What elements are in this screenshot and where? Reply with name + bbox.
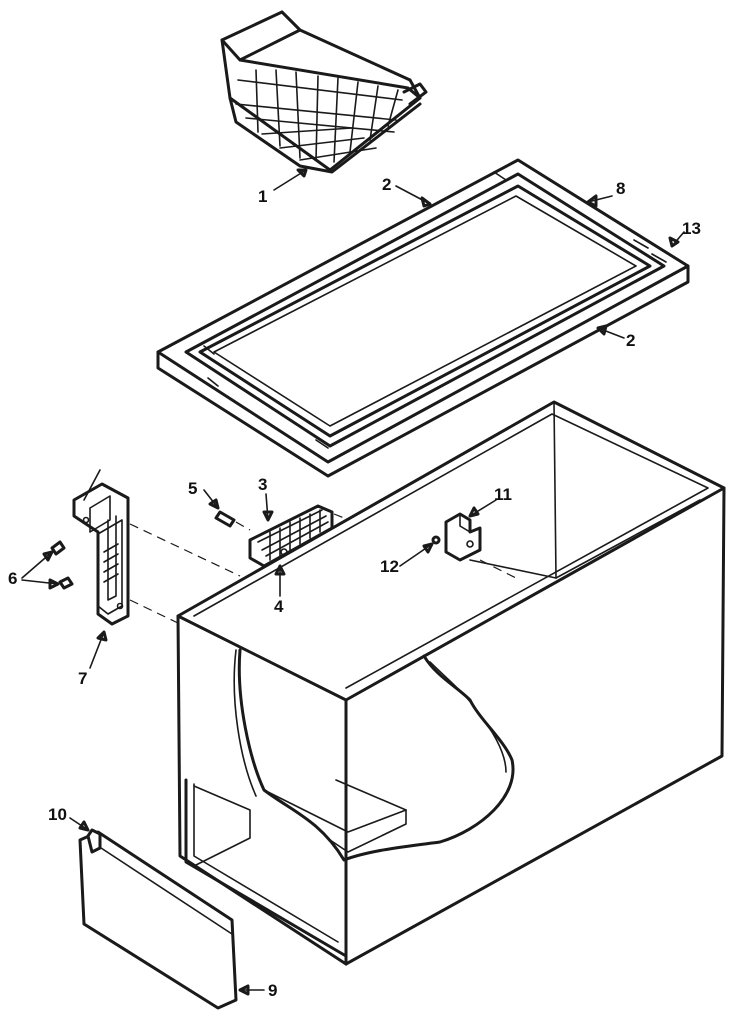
callout-3: 3 <box>258 475 267 494</box>
kick-plate-tab <box>86 828 102 854</box>
callout-10: 10 <box>48 805 67 824</box>
condenser-coil <box>248 504 334 568</box>
bracket-screws <box>50 540 74 590</box>
leader-lines <box>21 168 685 996</box>
callout-labels: 1 2 2 3 4 5 6 7 8 9 10 11 12 13 <box>8 175 701 1000</box>
assembly-lines <box>129 513 521 625</box>
latch-screw <box>431 535 441 545</box>
callout-12: 12 <box>380 557 399 576</box>
callout-6: 6 <box>8 569 17 588</box>
callout-7: 7 <box>78 669 87 688</box>
callout-9: 9 <box>268 981 277 1000</box>
lid-gasket-frame <box>156 158 690 478</box>
callout-2-top: 2 <box>382 175 391 194</box>
callout-2-right: 2 <box>626 331 635 350</box>
kick-plate <box>78 830 238 1010</box>
latch-bracket <box>444 512 482 562</box>
callout-8: 8 <box>616 179 625 198</box>
coil-screw <box>214 510 251 531</box>
thermostat-bracket <box>72 469 130 626</box>
callout-1: 1 <box>258 187 267 206</box>
callout-4: 4 <box>274 597 284 616</box>
callout-11: 11 <box>494 485 512 504</box>
callout-13: 13 <box>682 219 701 238</box>
callout-5: 5 <box>188 479 197 498</box>
basket <box>220 10 428 174</box>
